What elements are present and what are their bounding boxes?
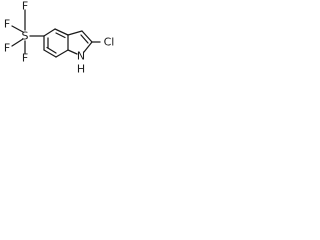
chemical-structure: F F F F S Cl N H [4,0,115,76]
atom-labels: F F F F S Cl N H [4,0,115,76]
atom-label-nitrogen: N [77,50,85,63]
bond-c7-c6 [43,49,57,58]
bond-c4-c3a [54,28,69,36]
bond-s-f-left-lower [11,38,24,47]
bond-c2-n1 [83,41,93,53]
bond-c5-c4 [43,28,56,37]
double-bond-c7-c6 [46,46,57,54]
atom-label-sulfur: S [22,30,29,43]
benzene-ring [43,28,69,58]
bond-c3a-c3 [67,30,83,36]
sf5-bonds [11,9,45,54]
atom-label-f-bottom: F [22,52,28,65]
double-bond-c4-c3a [55,32,66,39]
pyrrole-ring [67,30,101,55]
bond-c3-c2 [81,30,93,43]
atom-label-f-left-lower: F [4,42,10,55]
double-bond-c3-c2 [80,34,89,44]
atom-label-f-top: F [22,0,28,13]
bond-n1-c7a [67,49,78,55]
atom-label-hydrogen: H [77,63,85,76]
bond-s-f-left-upper [11,25,24,33]
bond-c7a-c7 [55,49,69,58]
atom-label-chlorine: Cl [104,36,115,49]
atom-label-f-left-upper: F [4,18,10,31]
